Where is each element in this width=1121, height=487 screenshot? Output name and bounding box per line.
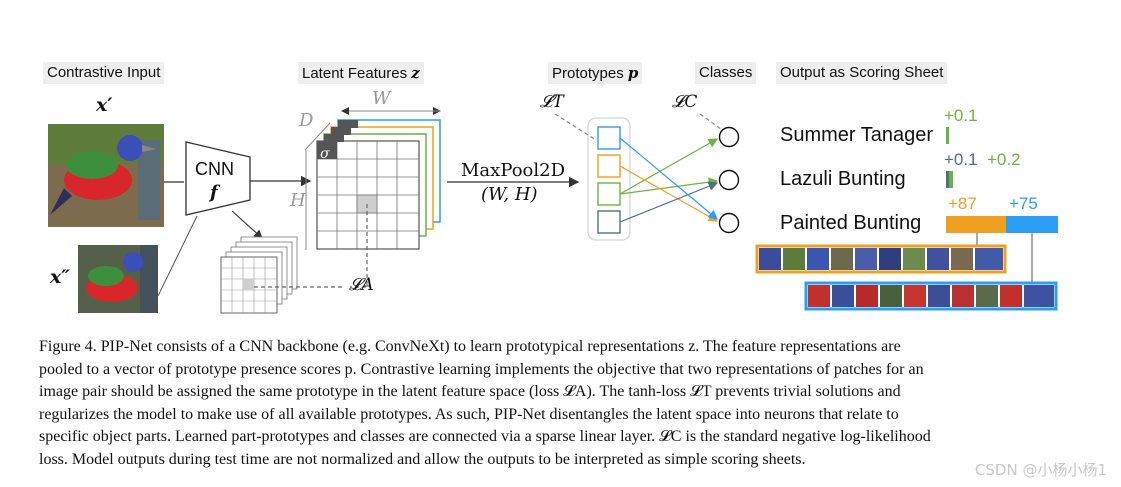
score-bar-painted-2 [1006, 216, 1058, 233]
prototypes-symbol: p [627, 64, 639, 82]
image-strip-blue [804, 281, 1058, 311]
maxpool-dims: (W, H) [481, 184, 538, 205]
score-lazuli-1: +0.1 [944, 150, 978, 169]
input-image-x2 [78, 245, 158, 313]
class-label-summer-tanager: Summer Tanager [780, 124, 934, 146]
maxpool-label: MaxPool2D [461, 160, 566, 181]
header-output: Output as Scoring Sheet [776, 62, 948, 84]
cnn-block [185, 141, 251, 216]
score-painted-2: +75 [1009, 194, 1038, 213]
score-bar-lazuli-2 [949, 171, 953, 188]
caption-line: image pair should be assigned the same p… [39, 383, 901, 401]
score-lazuli-2: +0.2 [987, 150, 1021, 169]
loss-la-label: 𝓛A [349, 275, 374, 295]
loss-lt-label: 𝓛T [540, 92, 564, 112]
loss-lc-label: 𝓛C [672, 92, 698, 112]
header-classes: Classes [695, 62, 757, 84]
image-strip-orange [755, 244, 1007, 274]
dim-w-label: W [372, 88, 391, 109]
input-image-x1 [48, 124, 164, 227]
watermark: CSDN @小杨小杨1 [974, 461, 1107, 479]
sigma-label: σ [320, 146, 330, 162]
small-feature-stack [220, 236, 298, 314]
input-label-x1: x′ [96, 94, 113, 116]
feature-stack [316, 119, 441, 250]
latent-symbol: z [411, 64, 420, 82]
class-node-3 [718, 212, 740, 234]
score-bar-lazuli-1 [946, 171, 949, 188]
header-latent-features: Latent Features z [298, 62, 424, 84]
prototype-cell-1 [597, 126, 621, 150]
class-node-1 [718, 126, 740, 148]
caption-line: loss. Model outputs during test time are… [39, 450, 806, 468]
cnn-label: CNN [195, 159, 234, 179]
diagram-canvas [48, 107, 1058, 314]
caption-line: Figure 4. PIP-Net consists of a CNN back… [39, 338, 901, 355]
header-prototypes: Prototypes p [548, 62, 643, 84]
caption-line: pooled to a vector of prototype presence… [39, 360, 924, 378]
caption-line: regularizes the model to make use of all… [39, 405, 899, 423]
cnn-symbol: f [210, 182, 218, 203]
score-bar-tanager [946, 127, 949, 144]
figure-caption: Figure 4. PIP-Net consists of a CNN back… [39, 336, 1039, 472]
prototype-cell-4 [597, 210, 621, 234]
dim-d-label: D [299, 110, 314, 131]
prototype-cell-3 [597, 182, 621, 206]
input-label-x2: x″ [50, 266, 70, 288]
class-node-2 [718, 169, 740, 191]
header-contrastive-input: Contrastive Input [43, 62, 165, 84]
dim-h-label: H [290, 190, 306, 211]
score-tanager-1: +0.1 [944, 106, 978, 125]
class-label-lazuli-bunting: Lazuli Bunting [780, 168, 906, 190]
class-label-painted-bunting: Painted Bunting [780, 212, 922, 234]
prototype-cell-2 [597, 154, 621, 178]
caption-line: specific object parts. Learned part-prot… [39, 428, 931, 446]
score-bar-painted-1 [946, 216, 1006, 233]
score-painted-1: +87 [948, 194, 977, 213]
